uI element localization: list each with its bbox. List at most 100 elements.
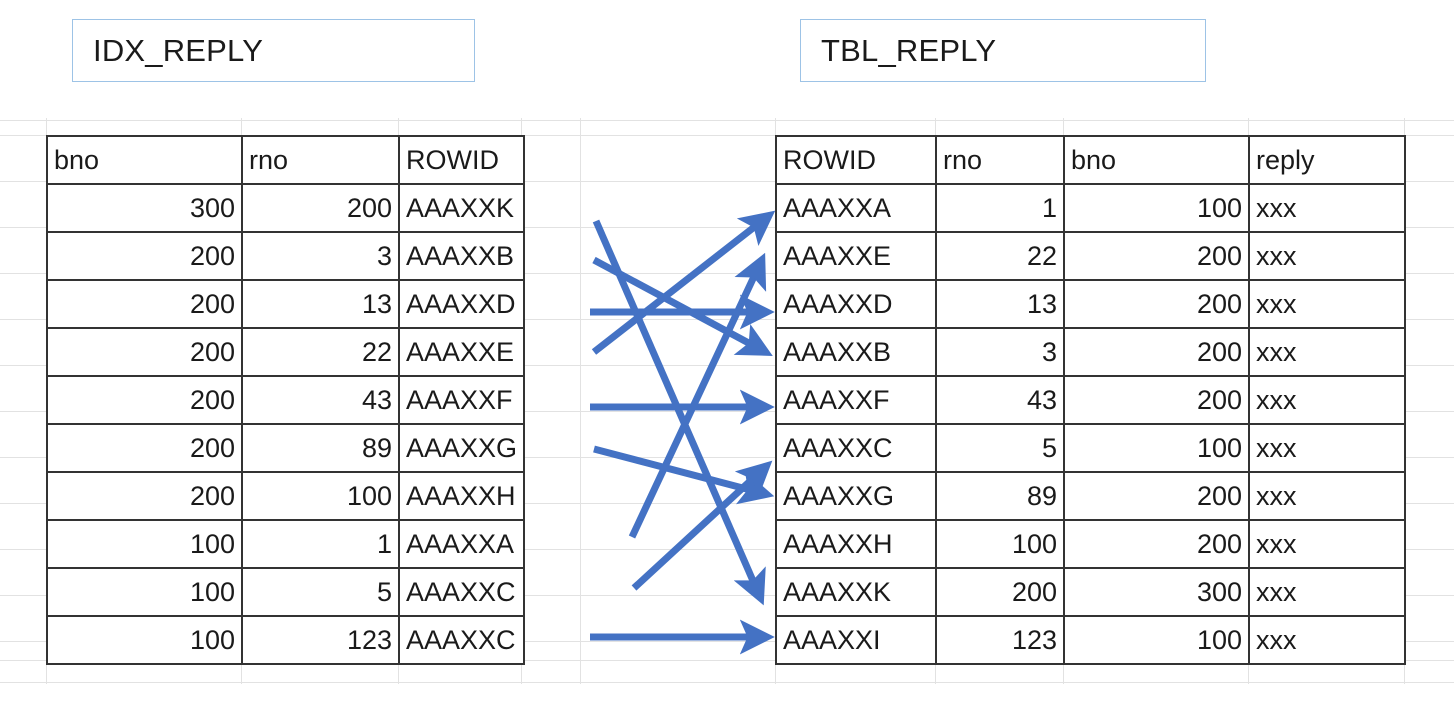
- tbl-cell-reply: xxx: [1248, 519, 1406, 569]
- idx-cell-bno: 100: [46, 615, 243, 665]
- idx-cell-rno: 22: [241, 327, 400, 377]
- idx-cell-rowid: AAAXXF: [397, 375, 526, 425]
- tbl-col-header-rno: rno: [935, 135, 1065, 185]
- tbl-cell-rno: 3: [935, 327, 1065, 377]
- idx-cell-rno: 100: [241, 471, 400, 521]
- idx-col-header-bno: bno: [46, 135, 243, 185]
- arrow-aaaxxb-to-row4: [592, 256, 773, 356]
- idx-cell-rowid: AAAXXA: [397, 519, 526, 569]
- idx-cell-bno: 200: [46, 327, 243, 377]
- tbl-table-title-box: TBL_REPLY: [800, 19, 1206, 82]
- idx-cell-rno: 1: [241, 519, 400, 569]
- tbl-cell-rno: 5: [935, 423, 1065, 473]
- tbl-cell-bno: 100: [1063, 615, 1250, 665]
- tbl-cell-rowid: AAAXXA: [775, 183, 937, 233]
- tbl-cell-rno: 1: [935, 183, 1065, 233]
- tbl-cell-reply: xxx: [1248, 231, 1406, 281]
- tbl-col-header-rowid: ROWID: [775, 135, 937, 185]
- idx-cell-bno: 100: [46, 567, 243, 617]
- idx-cell-rowid: AAAXXE: [397, 327, 526, 377]
- tbl-cell-reply: xxx: [1248, 423, 1406, 473]
- tbl-header-row: ROWID rno bno reply: [775, 135, 1406, 185]
- tbl-cell-reply: xxx: [1248, 471, 1406, 521]
- idx-cell-rowid: AAAXXC: [397, 615, 526, 665]
- idx-cell-rowid: AAAXXC: [397, 567, 526, 617]
- idx-cell-bno: 300: [46, 183, 243, 233]
- idx-cell-bno: 200: [46, 423, 243, 473]
- tbl-cell-rno: 100: [935, 519, 1065, 569]
- tbl-col-header-reply: reply: [1248, 135, 1406, 185]
- tbl-cell-rowid: AAAXXG: [775, 471, 937, 521]
- idx-cell-rno: 13: [241, 279, 400, 329]
- tbl-cell-reply: xxx: [1248, 615, 1406, 665]
- tbl-cell-rno: 43: [935, 375, 1065, 425]
- grid-line-vertical: [580, 118, 581, 684]
- tbl-cell-reply: xxx: [1248, 327, 1406, 377]
- idx-cell-rowid: AAAXXD: [397, 279, 526, 329]
- tbl-cell-bno: 100: [1063, 423, 1250, 473]
- idx-cell-bno: 100: [46, 519, 243, 569]
- idx-table-title-text: IDX_REPLY: [93, 32, 264, 68]
- arrow-aaaxxe-to-row2: [591, 210, 776, 355]
- tbl-cell-rowid: AAAXXB: [775, 327, 937, 377]
- tbl-cell-bno: 200: [1063, 327, 1250, 377]
- tbl-cell-bno: 200: [1063, 375, 1250, 425]
- grid-line-horizontal: [0, 120, 1454, 121]
- tbl-cell-rowid: AAAXXH: [775, 519, 937, 569]
- tbl-cell-bno: 200: [1063, 279, 1250, 329]
- tbl-cell-rowid: AAAXXF: [775, 375, 937, 425]
- tbl-cell-rowid: AAAXXE: [775, 231, 937, 281]
- idx-cell-rno: 3: [241, 231, 400, 281]
- idx-cell-rno: 200: [241, 183, 400, 233]
- idx-cell-bno: 200: [46, 471, 243, 521]
- tbl-cell-bno: 100: [1063, 183, 1250, 233]
- tbl-table-title-text: TBL_REPLY: [821, 32, 997, 68]
- tbl-col-header-bno: bno: [1063, 135, 1250, 185]
- tbl-cell-rno: 13: [935, 279, 1065, 329]
- tbl-cell-rno: 89: [935, 471, 1065, 521]
- idx-col-header-rno: rno: [241, 135, 400, 185]
- tbl-cell-reply: xxx: [1248, 567, 1406, 617]
- grid-line-horizontal: [0, 682, 1454, 683]
- arrow-aaaxxg-to-row7: [593, 445, 775, 505]
- idx-cell-rno: 5: [241, 567, 400, 617]
- tbl-cell-rno: 200: [935, 567, 1065, 617]
- tbl-cell-reply: xxx: [1248, 183, 1406, 233]
- idx-col-header-rowid: ROWID: [397, 135, 526, 185]
- idx-table-title-box: IDX_REPLY: [72, 19, 475, 82]
- tbl-cell-bno: 200: [1063, 519, 1250, 569]
- idx-cell-rowid: AAAXXG: [397, 423, 526, 473]
- tbl-cell-reply: xxx: [1248, 375, 1406, 425]
- arrow-aaaxxk-to-row9: [592, 219, 766, 606]
- idx-cell-rno: 43: [241, 375, 400, 425]
- tbl-cell-reply: xxx: [1248, 279, 1406, 329]
- idx-cell-bno: 200: [46, 231, 243, 281]
- idx-cell-rno: 123: [241, 615, 400, 665]
- arrow-aaaxxa-to-row1: [631, 460, 773, 591]
- idx-cell-bno: 200: [46, 279, 243, 329]
- tbl-cell-rno: 123: [935, 615, 1065, 665]
- idx-header-row: bno rno ROWID: [46, 135, 526, 185]
- idx-cell-bno: 200: [46, 375, 243, 425]
- idx-cell-rno: 89: [241, 423, 400, 473]
- idx-cell-rowid: AAAXXH: [397, 471, 526, 521]
